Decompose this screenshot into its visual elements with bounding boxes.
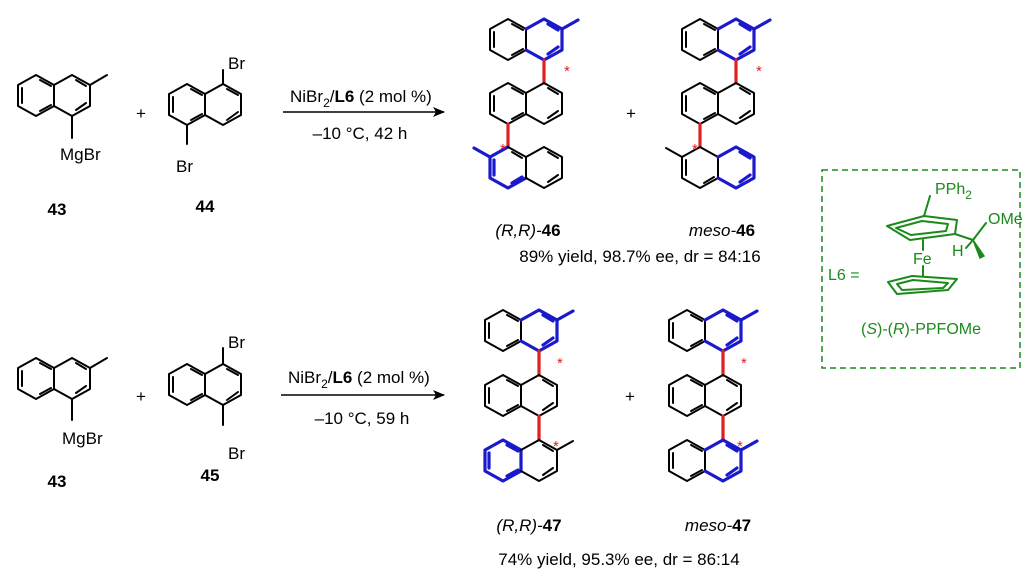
reagent-45-br-bottom: Br (228, 444, 245, 463)
reagent-43-mgbr: MgBr (62, 429, 103, 448)
plus-sign: + (136, 387, 146, 406)
stereo-marker: * (553, 438, 559, 455)
ligand-ome: OMe (988, 211, 1023, 228)
compound-label-44: 44 (196, 197, 215, 216)
ligand-name: (S)-(R)-PPFOMe (861, 321, 981, 338)
stereo-marker: * (500, 141, 506, 158)
result-row-2: 74% yield, 95.3% ee, dr = 86:14 (498, 550, 739, 569)
product-meso-47-structure (668, 308, 759, 483)
ligand-h: H (952, 243, 964, 260)
plus-sign: + (136, 104, 146, 123)
stereo-marker: * (564, 63, 570, 80)
reagent-43-structure (17, 357, 108, 421)
stereo-marker: * (737, 438, 743, 455)
product-meso-46-structure (665, 17, 772, 190)
reagent-44-br-top: Br (228, 54, 245, 73)
ligand-pph2: PPh2 (935, 181, 972, 202)
reagent-43-mgbr: MgBr (60, 145, 101, 164)
ligand-box (821, 169, 1021, 369)
compound-label-45: 45 (201, 466, 220, 485)
product-meso-47-label: meso-47 (685, 516, 751, 535)
product-rr-47-structure (483, 308, 575, 483)
reagent-43-structure (17, 74, 108, 139)
product-rr-47-label: (R,R)-47 (496, 516, 561, 535)
product-meso-46-label: meso-46 (689, 221, 755, 240)
conditions-above-2: NiBr2/L6 (2 mol %) (288, 368, 430, 391)
ligand-l6-label: L6 = (828, 267, 860, 284)
conditions-below-2: –10 °C, 59 h (315, 409, 410, 428)
plus-sign: + (626, 104, 636, 123)
plus-sign: + (625, 387, 635, 406)
product-rr-46-structure (472, 17, 580, 190)
reagent-45-structure (168, 347, 242, 426)
conditions-above-1: NiBr2/L6 (2 mol %) (290, 87, 432, 110)
stereo-marker: * (692, 141, 698, 158)
reagent-45-br-top: Br (228, 333, 245, 352)
ligand-fe: Fe (913, 251, 932, 268)
product-rr-46-label: (R,R)-46 (495, 221, 560, 240)
conditions-below-1: –10 °C, 42 h (313, 124, 408, 143)
ligand-l6-structure (886, 195, 987, 295)
compound-label-43: 43 (48, 200, 67, 219)
compound-label-43: 43 (48, 472, 67, 491)
reagent-44-structure (168, 69, 242, 145)
stereo-marker: * (741, 355, 747, 372)
stereo-marker: * (756, 63, 762, 80)
stereo-marker: * (557, 355, 563, 372)
result-row-1: 89% yield, 98.7% ee, dr = 84:16 (519, 247, 760, 266)
reagent-44-br-bottom: Br (176, 157, 193, 176)
